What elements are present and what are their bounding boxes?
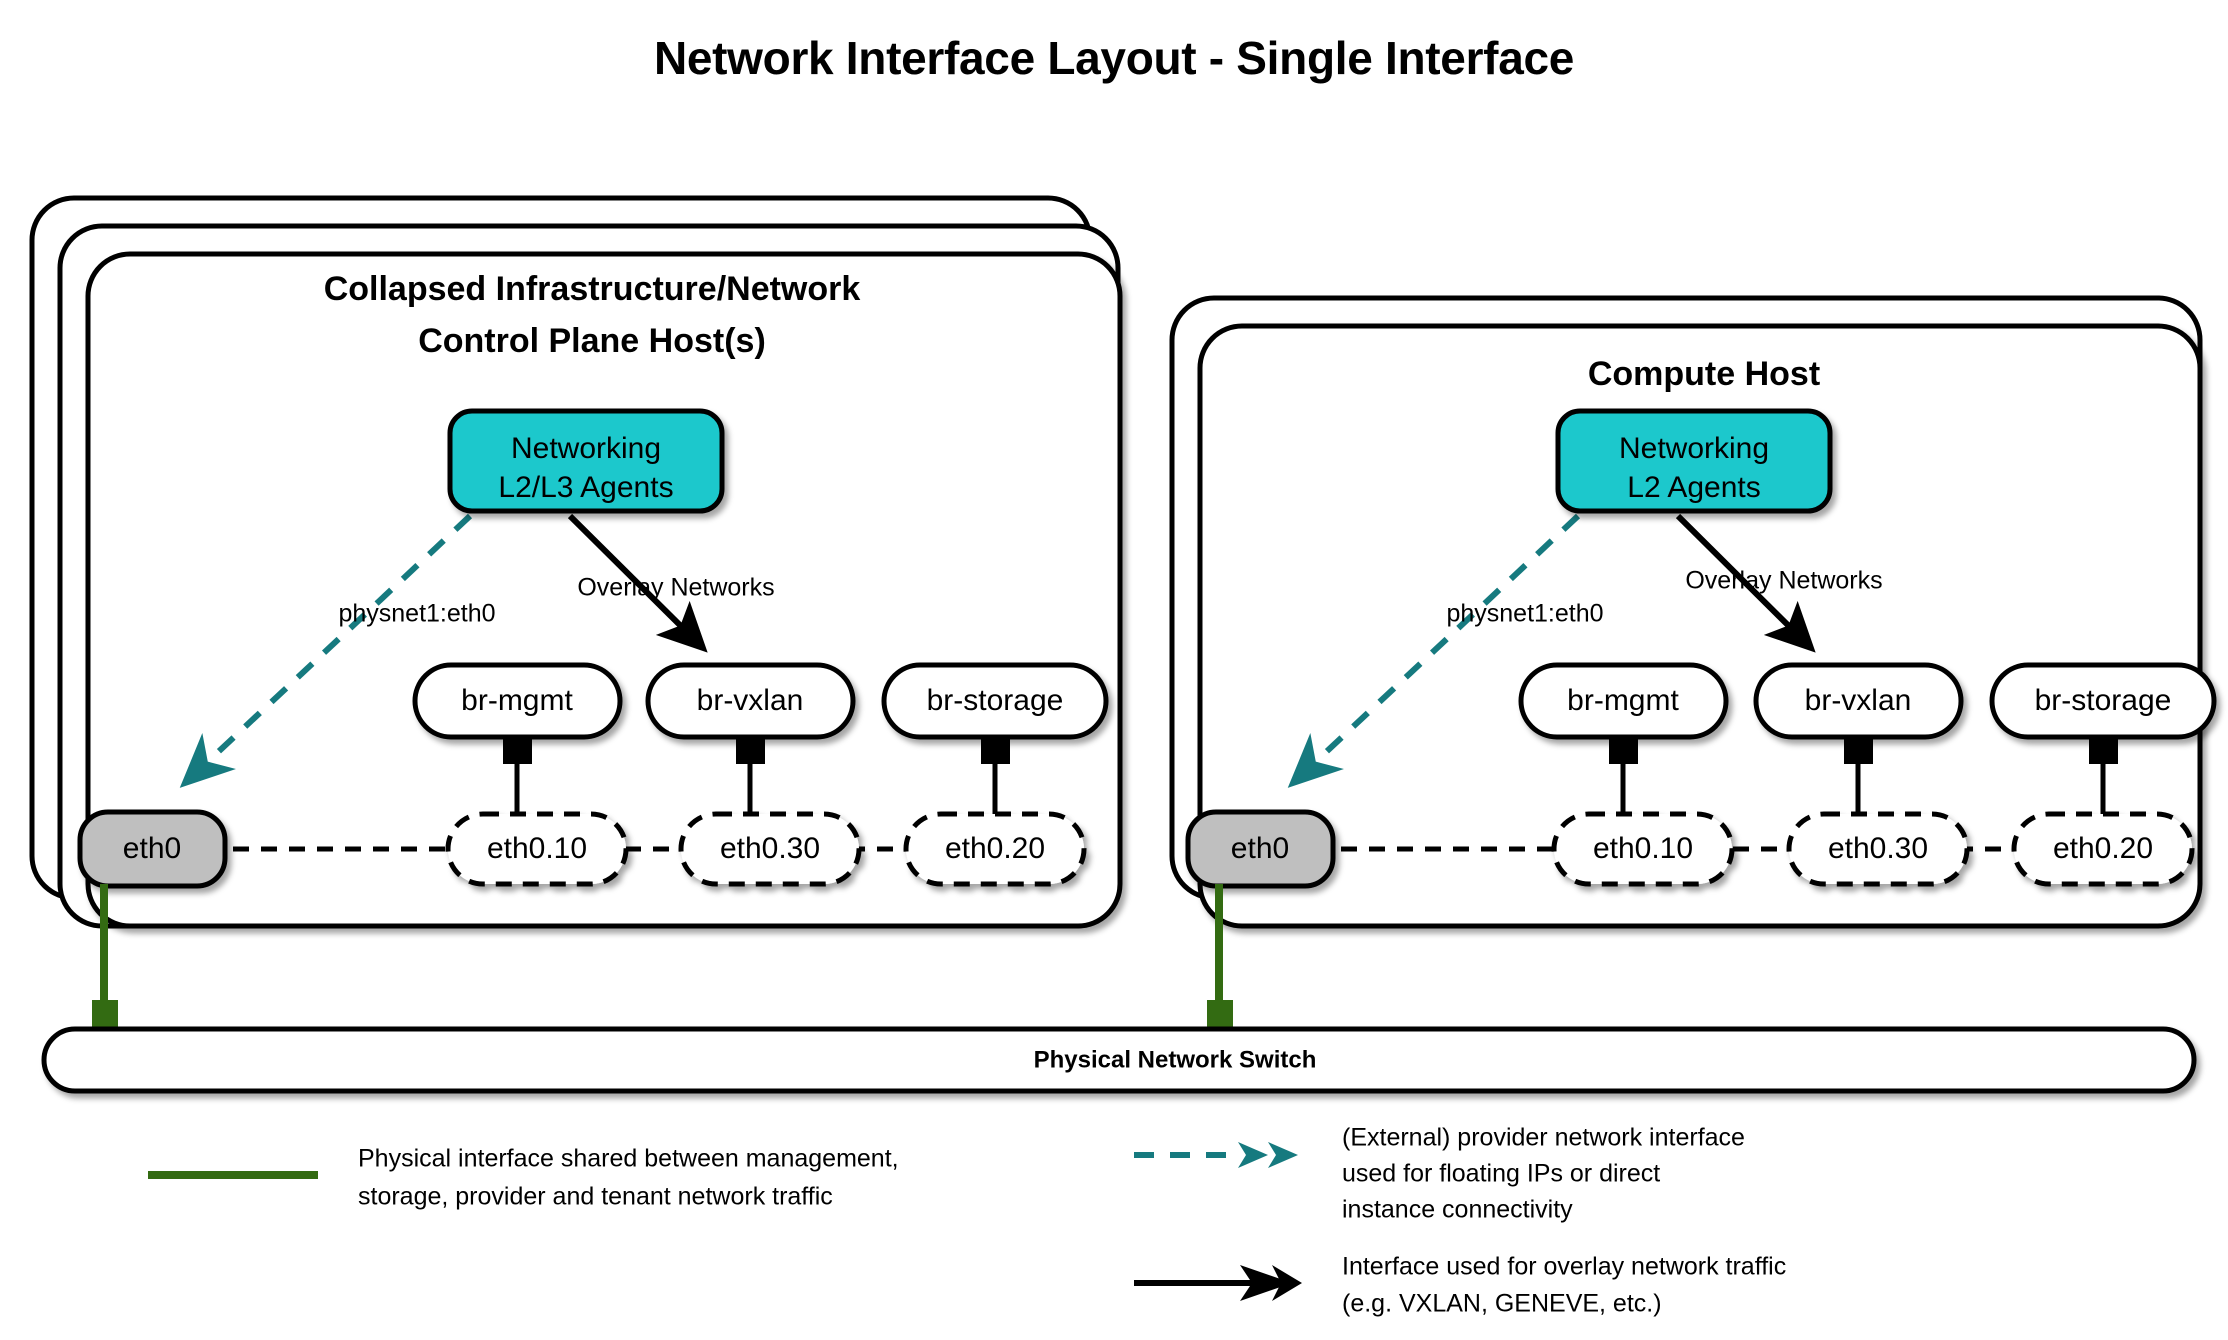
physical-nic-eth0-label: eth0	[123, 832, 181, 865]
host-title-line2: Control Plane Host(s)	[418, 322, 766, 360]
compute-title: Compute Host	[1588, 355, 1820, 393]
networking-agents-box[interactable]	[447, 408, 725, 514]
compute-bridge-br-mgmt-label: br-mgmt	[1567, 684, 1679, 717]
bridge-br-mgmt-port	[503, 735, 532, 764]
compute-physical-nic-eth0[interactable]	[1185, 809, 1336, 889]
compute-vlan-interface-eth0-30[interactable]	[1786, 811, 1970, 887]
physical-network-switch-label: Physical Network Switch	[1034, 1046, 1317, 1073]
physical-nic-eth0-group: eth0	[77, 809, 228, 889]
legend-provider-line-1: (External) provider network interface	[1342, 1124, 1745, 1152]
compute-card-front	[1197, 323, 2203, 929]
bridge-br-storage-group: br-storage eth0.20	[881, 662, 1109, 887]
host-title-line1: Collapsed Infrastructure/Network	[324, 270, 861, 308]
legend-provider-line-2: used for floating IPs or direct	[1342, 1160, 1660, 1188]
compute-vlan-interface-eth0-30-label: eth0.30	[1828, 832, 1928, 865]
physical-network-switch-bar[interactable]	[41, 1026, 2197, 1094]
legend: Physical interface shared between manage…	[148, 1124, 1786, 1318]
vlan-interface-eth0-30-label: eth0.30	[720, 832, 820, 865]
compute-vlan-interface-eth0-10[interactable]	[1551, 811, 1735, 887]
bridge-br-vxlan-port	[736, 735, 765, 764]
compute-bridge-br-vxlan-group: br-vxlan eth0.30	[1753, 662, 1970, 887]
physical-network-switch[interactable]: Physical Network Switch	[41, 1026, 2197, 1094]
vlan-interface-eth0-30[interactable]	[678, 811, 862, 887]
compute-overlay-link-label: Overlay Networks	[1685, 567, 1882, 595]
host-control-plane: Collapsed Infrastructure/Network Control…	[29, 195, 1123, 1035]
vlan-interface-eth0-20-label: eth0.20	[945, 832, 1045, 865]
physical-nic-eth0[interactable]	[77, 809, 228, 889]
legend-item-provider-interface: (External) provider network interface us…	[1134, 1124, 1745, 1224]
provider-link-label: physnet1:eth0	[338, 600, 495, 628]
legend-black-chevron-2-icon	[1272, 1265, 1302, 1301]
compute-vlan-interface-eth0-20-label: eth0.20	[2053, 832, 2153, 865]
vlan-interface-eth0-10[interactable]	[445, 811, 629, 887]
compute-bridge-br-storage-group: br-storage eth0.20	[1989, 662, 2217, 887]
legend-black-chevron-1-icon	[1240, 1265, 1292, 1301]
legend-overlay-line-1: Interface used for overlay network traff…	[1342, 1253, 1786, 1281]
vlan-interface-eth0-10-label: eth0.10	[487, 832, 587, 865]
networking-agents-label-line1: Networking	[511, 432, 661, 465]
compute-bridge-br-mgmt-group: br-mgmt eth0.10	[1518, 662, 1735, 887]
compute-networking-agents-node[interactable]: Networking L2 Agents	[1555, 408, 1833, 514]
host-card-front	[85, 251, 1123, 929]
legend-item-physical-interface: Physical interface shared between manage…	[148, 1145, 899, 1211]
provider-network-link	[179, 513, 473, 788]
compute-physical-nic-eth0-label: eth0	[1231, 832, 1289, 865]
compute-networking-agents-box[interactable]	[1555, 408, 1833, 514]
compute-physical-nic-eth0-group: eth0	[1185, 809, 1336, 889]
legend-physical-line-2: storage, provider and tenant network tra…	[358, 1183, 833, 1211]
networking-agents-node[interactable]: Networking L2/L3 Agents	[447, 408, 725, 514]
legend-overlay-line-2: (e.g. VXLAN, GENEVE, etc.)	[1342, 1290, 1662, 1318]
compute-provider-network-link	[1287, 513, 1581, 788]
overlay-link-label: Overlay Networks	[577, 574, 774, 602]
bridge-br-vxlan-group: br-vxlan eth0.30	[645, 662, 862, 887]
legend-item-overlay-interface: Interface used for overlay network traff…	[1134, 1253, 1786, 1318]
vlan-interface-eth0-20[interactable]	[903, 811, 1087, 887]
compute-vlan-interface-eth0-10-label: eth0.10	[1593, 832, 1693, 865]
compute-bridge-br-storage-port	[2089, 735, 2118, 764]
bridge-br-storage-label: br-storage	[927, 684, 1064, 717]
compute-bridge-br-mgmt-port	[1609, 735, 1638, 764]
bridge-br-storage-port	[981, 735, 1010, 764]
bridge-br-mgmt-label: br-mgmt	[461, 684, 573, 717]
legend-physical-line-1: Physical interface shared between manage…	[358, 1145, 899, 1173]
legend-teal-chevron-1-icon	[1238, 1142, 1268, 1168]
compute-networking-agents-label-line1: Networking	[1619, 432, 1769, 465]
legend-teal-chevron-2-icon	[1268, 1142, 1298, 1168]
bridge-br-mgmt-group: br-mgmt eth0.10	[412, 662, 629, 887]
compute-provider-link-label: physnet1:eth0	[1446, 600, 1603, 628]
compute-bridge-br-vxlan-port	[1844, 735, 1873, 764]
compute-bridge-br-vxlan-label: br-vxlan	[1805, 684, 1912, 717]
networking-agents-label-line2: L2/L3 Agents	[498, 471, 673, 504]
compute-vlan-interface-eth0-20[interactable]	[2011, 811, 2195, 887]
compute-networking-agents-label-line2: L2 Agents	[1627, 471, 1760, 504]
legend-provider-line-3: instance connectivity	[1342, 1196, 1573, 1224]
compute-bridge-br-storage-label: br-storage	[2035, 684, 2172, 717]
compute-overlay-network-link	[1675, 513, 1816, 653]
overlay-network-link	[567, 513, 708, 653]
host-compute: Compute Host physnet1:eth0 Overlay Netwo…	[1169, 295, 2217, 1035]
page-title: Network Interface Layout - Single Interf…	[654, 32, 1574, 84]
bridge-br-vxlan-label: br-vxlan	[697, 684, 804, 717]
